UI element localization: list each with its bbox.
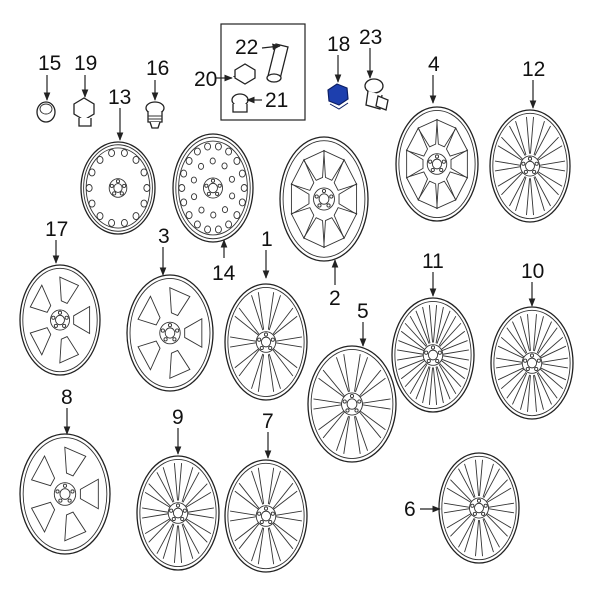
wheel-part-9[interactable] — [136, 455, 220, 571]
callout-12: 12 — [522, 58, 545, 81]
wheel-part-11[interactable] — [391, 297, 475, 413]
wheel-part-13[interactable] — [80, 141, 156, 235]
callout-23: 23 — [359, 26, 382, 49]
wheel-part-1[interactable] — [224, 283, 308, 401]
callout-19: 19 — [74, 52, 97, 75]
wheel-part-17[interactable] — [19, 264, 101, 376]
callout-5: 5 — [357, 300, 369, 323]
wheel-part-12[interactable] — [489, 109, 571, 223]
callout-11: 11 — [422, 250, 444, 273]
callout-8: 8 — [61, 386, 73, 409]
callout-7: 7 — [262, 410, 274, 433]
callout-6: 6 — [404, 498, 416, 521]
wheel-part-3[interactable] — [126, 274, 214, 392]
part-16-lug-bolt[interactable] — [145, 101, 165, 129]
callout-1: 1 — [261, 228, 273, 251]
callout-2: 2 — [329, 287, 341, 310]
wheel-part-6[interactable] — [438, 452, 520, 564]
callout-15: 15 — [38, 52, 61, 75]
callout-16: 16 — [146, 57, 169, 80]
part-18-lug-nut-highlighted[interactable] — [327, 83, 349, 110]
callout-20: 20 — [194, 68, 217, 91]
callout-17: 17 — [45, 218, 68, 241]
part-19-valve-cap[interactable] — [73, 97, 95, 127]
wheel-part-4[interactable] — [395, 106, 479, 222]
wheel-part-14[interactable] — [172, 133, 254, 243]
callout-21: 21 — [265, 89, 288, 112]
callout-22: 22 — [235, 36, 258, 59]
wheel-part-5[interactable] — [307, 345, 397, 463]
callout-4: 4 — [428, 53, 440, 76]
callout-13: 13 — [108, 86, 131, 109]
callout-18: 18 — [327, 33, 350, 56]
wheel-part-10[interactable] — [490, 306, 574, 420]
wheel-part-2[interactable] — [279, 136, 369, 262]
callout-10: 10 — [521, 260, 544, 283]
part-23-lug-bolt[interactable] — [364, 78, 389, 111]
callout-9: 9 — [172, 406, 184, 429]
part-21-lock-bolt[interactable] — [231, 93, 249, 113]
wheel-part-8[interactable] — [19, 433, 111, 555]
part-22-lock-set-key[interactable] — [234, 43, 289, 85]
part-15-wheel-cap[interactable] — [36, 101, 56, 123]
callout-14: 14 — [212, 262, 236, 285]
callout-3: 3 — [158, 225, 170, 248]
wheel-part-7[interactable] — [224, 459, 308, 573]
kit-box-20 — [220, 23, 306, 121]
